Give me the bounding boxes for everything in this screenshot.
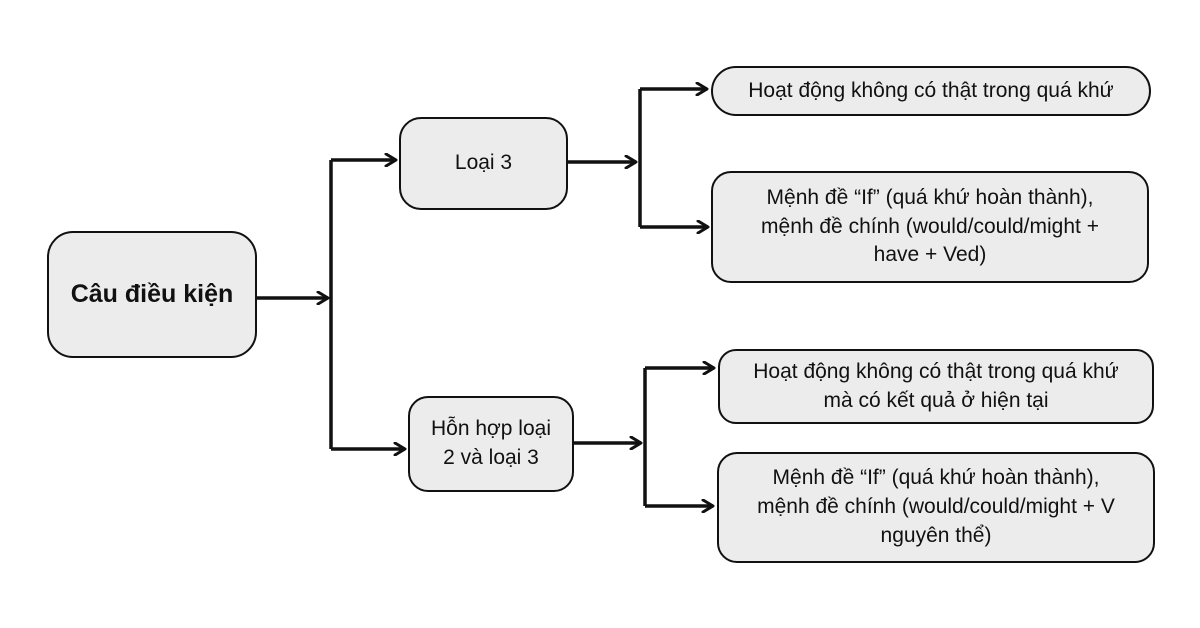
leaf-1-line-1: Hoạt động không có thật trong quá khứ [748, 78, 1114, 102]
root-label: Câu điều kiện [70, 280, 234, 309]
leaf-4-line-2: mệnh đề chính (would/could/might + V [757, 495, 1115, 519]
leaf-3-line-2: mà có kết quả ở hiện tại [823, 388, 1049, 412]
leaf-2-line-2: mệnh đề chính (would/could/might + [761, 214, 1099, 238]
leaf-node-1: Hoạt động không có thật trong quá khứ [711, 66, 1151, 116]
branch-1-label: Loại 3 [454, 151, 513, 175]
branch-node-hon-hop: Hỗn hợp loại 2 và loại 3 [408, 396, 574, 492]
leaf-2-line-3: have + Ved) [873, 243, 987, 267]
leaf-4-line-3: nguyên thể) [880, 523, 992, 547]
leaf-node-3: Hoạt động không có thật trong quá khứ mà… [718, 349, 1154, 424]
branch-2-line-1: Hỗn hợp loại [430, 417, 551, 441]
leaf-node-4: Mệnh đề “If” (quá khứ hoàn thành), mệnh … [717, 452, 1155, 563]
branch-node-loai-3: Loại 3 [399, 117, 568, 210]
leaf-3-line-1: Hoạt động không có thật trong quá khứ [753, 359, 1119, 383]
branch-2-line-2: 2 và loại 3 [443, 446, 539, 469]
leaf-node-2: Mệnh đề “If” (quá khứ hoàn thành), mệnh … [711, 171, 1149, 283]
leaf-2-line-1: Mệnh đề “If” (quá khứ hoàn thành), [766, 185, 1094, 209]
leaf-4-line-1: Mệnh đề “If” (quá khứ hoàn thành), [772, 466, 1100, 490]
root-node: Câu điều kiện [47, 231, 257, 358]
